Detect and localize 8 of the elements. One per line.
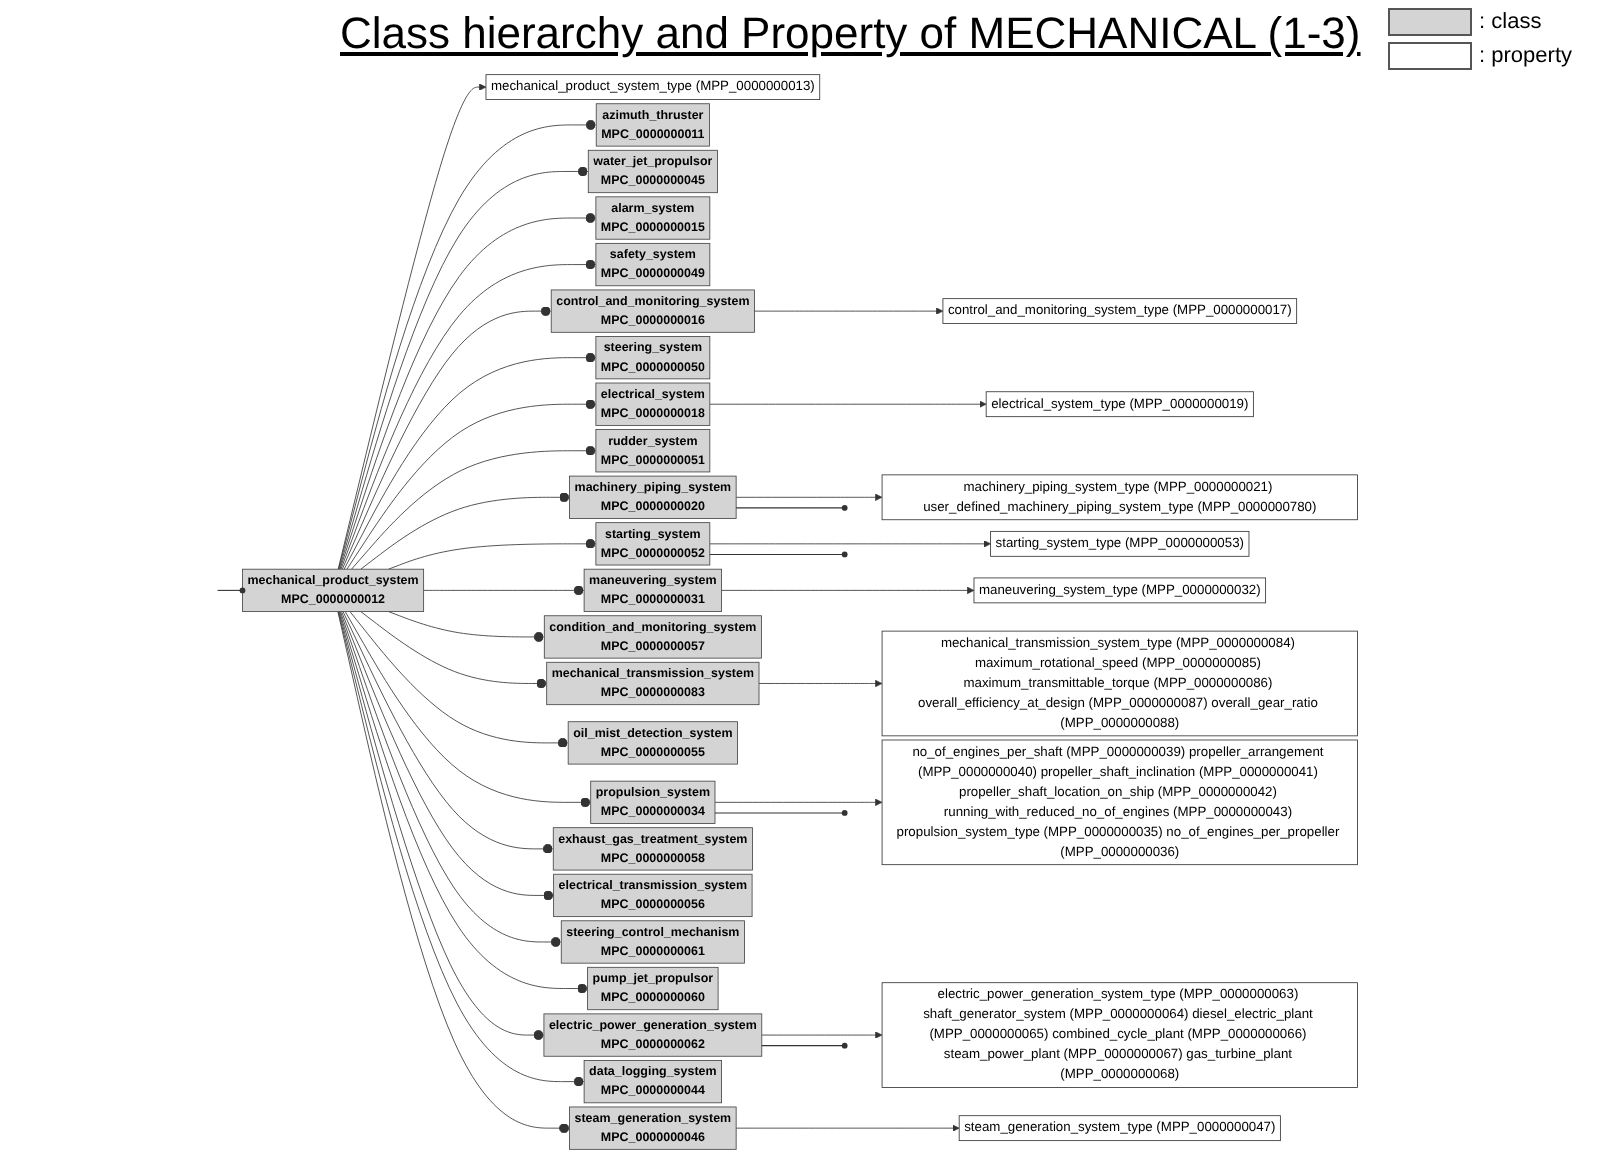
connector bbox=[217, 587, 246, 594]
legend-label: : class bbox=[1479, 10, 1542, 34]
diagram-title: Class hierarchy and Property of MECHANICAL (1-3) bbox=[340, 8, 1361, 60]
legend-label: : property bbox=[1479, 44, 1572, 68]
connector bbox=[735, 505, 848, 511]
connector bbox=[709, 551, 848, 558]
connector bbox=[714, 810, 848, 816]
connector bbox=[761, 1042, 848, 1049]
